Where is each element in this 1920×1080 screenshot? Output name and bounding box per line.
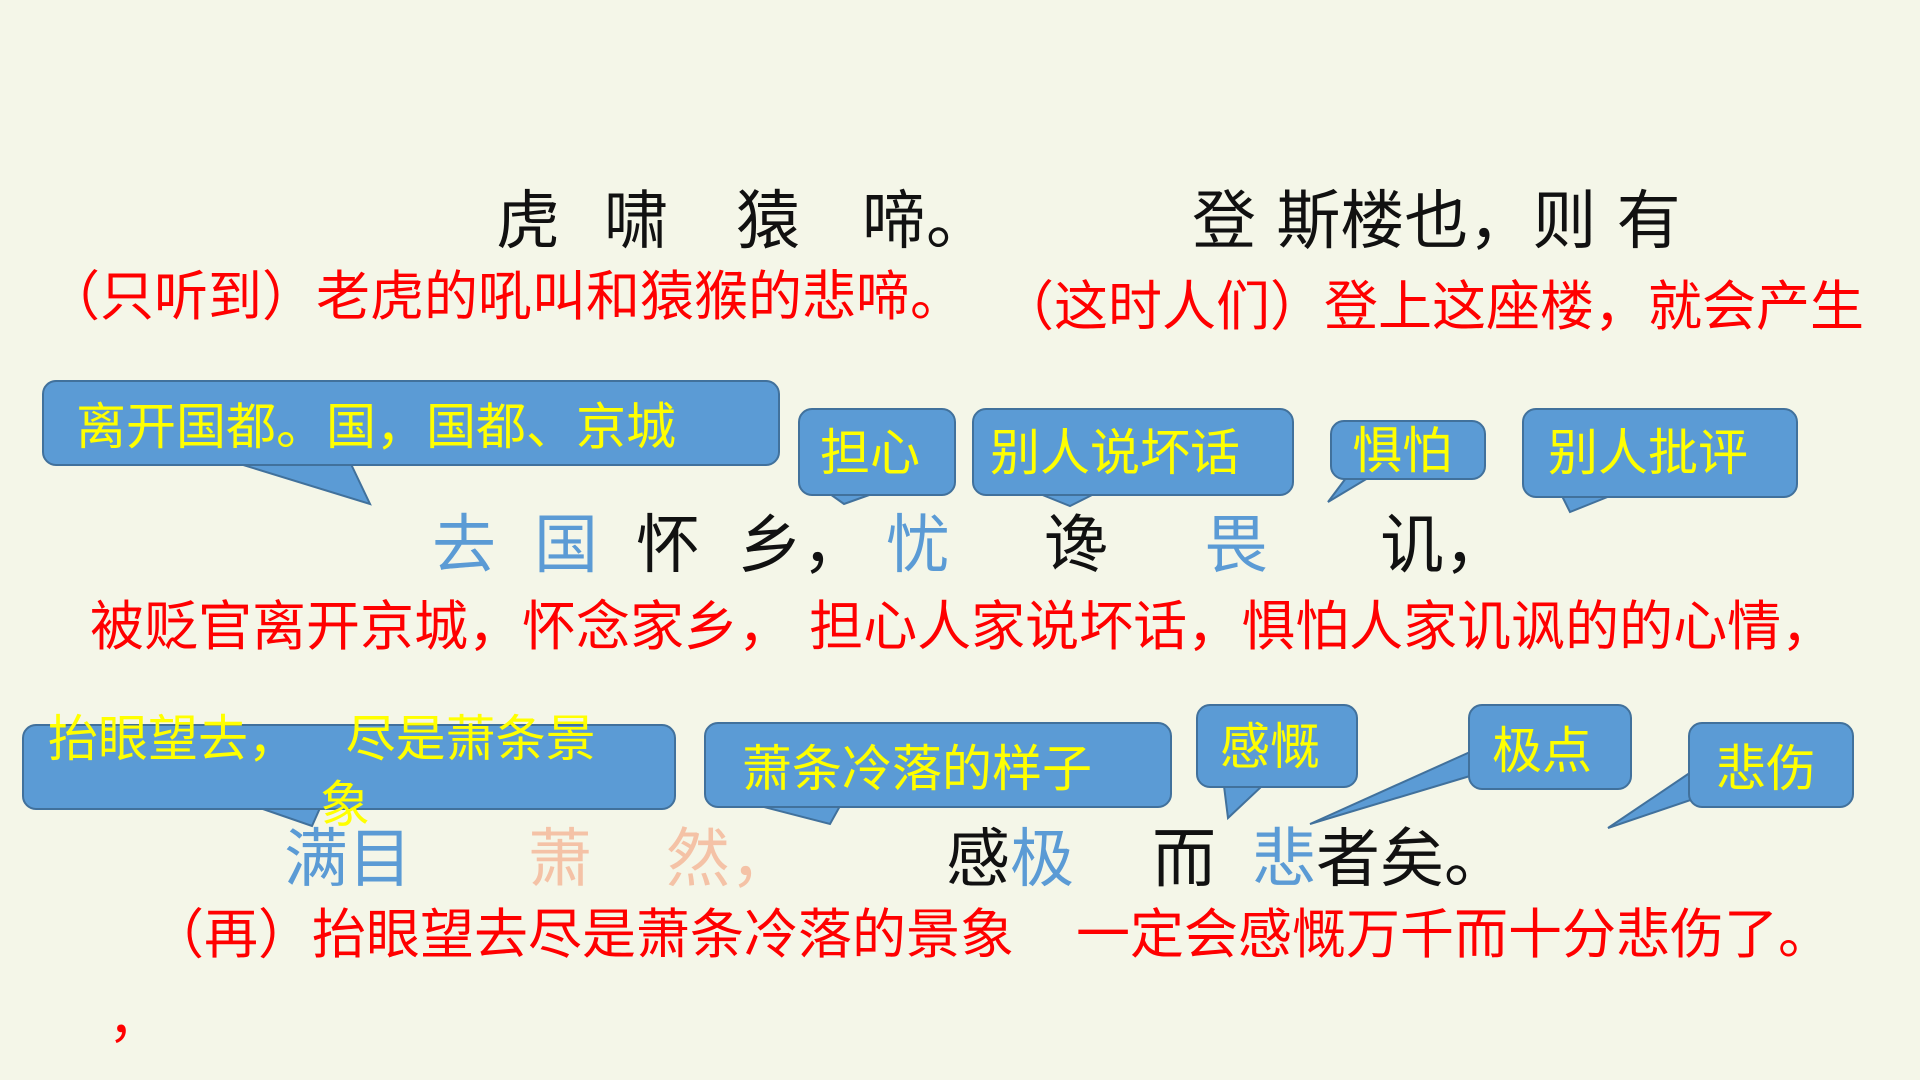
callout-chan — [972, 408, 1294, 496]
callout-ji-2-text: 极点 — [1492, 722, 1592, 780]
callout-you-text: 担心 — [820, 424, 920, 482]
char-xiang: 乡， — [738, 509, 866, 583]
callout-ji — [1522, 408, 1798, 498]
char-guo: 国 — [534, 509, 598, 583]
tail-qu-guo — [239, 460, 372, 506]
char-qu: 去 — [432, 509, 496, 583]
line1-right-text: 登 斯楼也，则 有 — [1192, 185, 1681, 259]
char-wei: 畏 — [1204, 509, 1268, 583]
callout-gan — [1196, 704, 1358, 788]
char-xiao: 啸 — [604, 185, 668, 259]
callout-man-mu — [22, 724, 676, 810]
callout-xiao-ran — [704, 722, 1172, 808]
callout-bei-text: 悲伤 — [1716, 740, 1816, 798]
char-you: 忧 — [886, 509, 950, 583]
char-ji: 讥， — [1380, 509, 1508, 583]
char-ran: 然， — [666, 823, 794, 897]
line1-translation-right: （这时人们）登上这座楼，就会产生 — [1000, 275, 1864, 338]
tail-gan — [1222, 785, 1265, 821]
line2-translation: 被贬官离开京城，怀念家乡， 担心人家说坏话，惧怕人家讥讽的的心情， — [90, 595, 1836, 658]
char-man-mu: 满目 — [284, 823, 412, 897]
tail-man-mu — [259, 807, 322, 828]
char-bei: 悲 — [1252, 823, 1316, 897]
char-xiao-2: 萧 — [528, 823, 592, 897]
char-zhe-yi: 者矣。 — [1316, 823, 1508, 897]
callout-chan-text: 别人说坏话 — [990, 424, 1240, 482]
callout-ji-text: 别人批评 — [1548, 424, 1748, 482]
char-yuan: 猿 — [736, 185, 800, 259]
char-ti: 啼。 — [862, 185, 990, 259]
char-ji-2: 极 — [1010, 823, 1074, 897]
line1-translation-left: （只听到）老虎的吼叫和猿猴的悲啼。 — [46, 265, 964, 328]
char-huai: 怀 — [636, 509, 700, 583]
callout-you — [798, 408, 956, 496]
line3-translation-left: （再）抬眼望去尽是萧条冷落的景象 — [150, 903, 1014, 966]
char-gan: 感 — [946, 823, 1010, 897]
callout-ji-2 — [1468, 704, 1632, 790]
callout-bei — [1688, 722, 1854, 808]
char-er: 而 — [1152, 823, 1216, 897]
line3-translation-right: 一定会感慨万千而十分悲伤了。 — [1076, 903, 1832, 966]
char-hu: 虎 — [496, 185, 560, 259]
tail-xiao-ran — [759, 805, 842, 826]
char-chan: 谗 — [1044, 509, 1108, 583]
tail-ji — [1560, 495, 1611, 514]
callout-wei — [1330, 420, 1486, 480]
callout-qu-guo — [42, 380, 780, 466]
callout-wei-text: 惧怕 — [1352, 422, 1452, 480]
tail-wei — [1327, 477, 1372, 503]
callout-gan-text: 感慨 — [1220, 718, 1320, 776]
callout-qu-guo-text: 离开国都。国，国都、京城 — [76, 398, 676, 456]
callout-xiao-ran-text: 萧条冷落的样子 — [742, 740, 1092, 798]
callout-man-mu-text-2: 象 — [320, 776, 370, 834]
callout-man-mu-text-1: 抬眼望去， 尽是萧条景 — [48, 710, 596, 768]
stray-comma: ， — [108, 987, 162, 1050]
